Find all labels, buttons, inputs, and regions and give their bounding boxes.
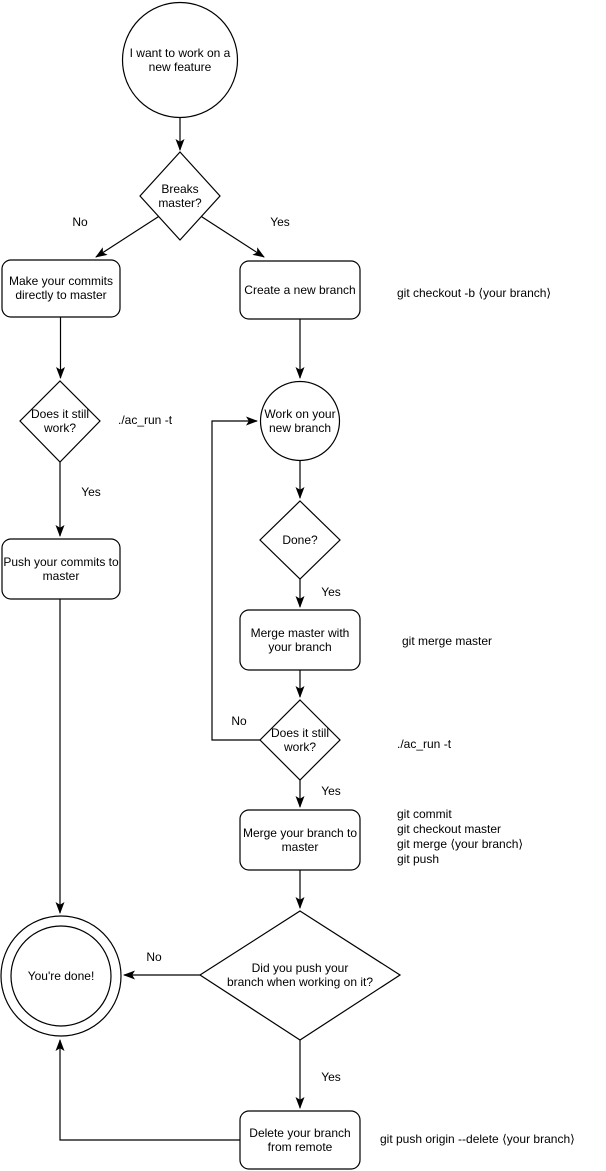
node-youre-done-inner-shape (10, 925, 112, 1027)
node-merge-master-shape (239, 609, 361, 671)
node-push-commits-shape (1, 538, 121, 600)
edge-delete-branch-to-youre-done (55, 1039, 240, 1141)
node-does-work-1-shape (19, 380, 101, 463)
node-delete-branch-shape (239, 1110, 361, 1170)
edge-breaks-no-to-make-commits (95, 214, 162, 258)
node-done-shape (259, 500, 341, 580)
node-merge-branch-shape (239, 809, 361, 871)
node-make-commits-shape (1, 259, 121, 318)
edge-does-work-2-no-loop-to-work-branch (211, 416, 260, 741)
node-breaks-master-shape (139, 151, 221, 241)
node-does-work-2-shape (259, 699, 341, 781)
node-create-branch-shape (239, 260, 361, 320)
node-did-you-push-shape (198, 910, 402, 1041)
edge-breaks-yes-to-create-branch (198, 214, 265, 258)
node-work-branch-shape (259, 380, 341, 462)
node-start-shape (121, 1, 239, 119)
